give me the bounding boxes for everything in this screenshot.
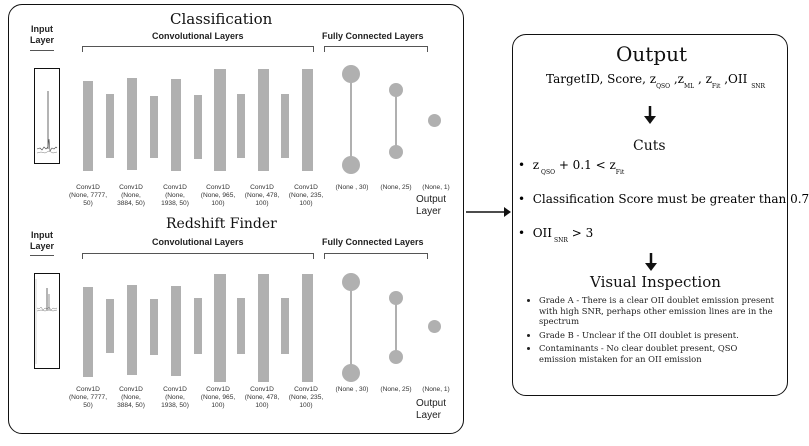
conv-layer-6	[194, 95, 202, 159]
input-layer-label-2: Input Layer	[30, 230, 55, 251]
conv-layer-10	[281, 94, 289, 158]
conv-label-r4: Conv1D(None, 965,100)	[200, 386, 236, 409]
fc-node-bottom-r1	[342, 364, 360, 382]
fc-label-r2: (None, 25)	[380, 386, 412, 393]
conv-layer-r6	[194, 298, 202, 354]
conv-layer-r5	[171, 286, 181, 376]
conv-layer-r1	[83, 287, 93, 377]
fc-connector-1	[350, 76, 352, 164]
conv-label-r5: Conv1D(None, 478,100)	[244, 386, 280, 409]
redshift-title: Redshift Finder	[166, 216, 277, 232]
conv-layer-7	[214, 69, 226, 171]
fc-layers-bracket	[324, 46, 428, 52]
conv-layer-2	[106, 94, 114, 158]
fc-label-r3: (None, 1)	[422, 386, 450, 393]
conv-layer-r2	[106, 299, 114, 353]
list-item: Grade B - Unclear if the OII doublet is …	[539, 330, 777, 341]
fc-connector-r2	[395, 298, 397, 356]
conv-layer-11	[302, 69, 313, 171]
fc-node-top-r1	[342, 273, 360, 291]
conv-layer-5	[171, 79, 181, 171]
output-panel	[512, 34, 788, 396]
fc-node-bottom-1	[342, 156, 360, 174]
conv-layer-8	[237, 94, 245, 158]
fc-label-2: (None, 25)	[380, 184, 412, 191]
conv-layer-r4	[150, 299, 158, 355]
conv-layer-r9	[258, 274, 269, 382]
output-title: Output	[616, 42, 688, 66]
fc-label-r1: (None , 30)	[335, 386, 369, 393]
conv-layers-header-2: Convolutional Layers	[152, 237, 244, 247]
conv-label-r1: Conv1D(None, 7777,50)	[68, 386, 108, 409]
conv-label-r3: Conv1D(None,1938, 50)	[161, 386, 189, 409]
input-layer-underline-2	[30, 255, 54, 256]
down-arrow-icon	[644, 106, 656, 124]
input-spectrum-2	[34, 273, 60, 369]
fc-connector-r1	[350, 282, 352, 374]
conv-layers-header: Convolutional Layers	[152, 31, 244, 41]
conv-label-1: Conv1D(None, 7777,50)	[68, 184, 108, 207]
fc-node-bottom-2	[389, 145, 403, 159]
conv-label-2: Conv1D(None,3884, 50)	[117, 184, 145, 207]
conv-label-6: Conv1D(None, 235,100)	[288, 184, 324, 207]
spectrum-plot-2	[35, 279, 58, 364]
cuts-title: Cuts	[633, 138, 666, 154]
conv-layer-1	[83, 81, 93, 171]
conv-layer-4	[150, 96, 158, 158]
list-item: Contaminants - No clear doublet present,…	[539, 343, 777, 364]
conv-layer-3	[127, 78, 137, 170]
input-layer-label: Input Layer	[30, 24, 55, 45]
fc-layers-header-2: Fully Connected Layers	[322, 237, 424, 247]
conv-layers-bracket-2	[82, 253, 314, 259]
conv-label-5: Conv1D(None, 478,100)	[244, 184, 280, 207]
fc-layers-header: Fully Connected Layers	[322, 31, 424, 41]
input-spectrum	[34, 68, 60, 164]
conv-label-4: Conv1D(None, 965,100)	[200, 184, 236, 207]
output-node	[428, 114, 441, 127]
fc-node-bottom-r2	[389, 350, 403, 364]
conv-layer-r8	[237, 298, 245, 354]
cut-item-2: • Classification Score must be greater t…	[518, 192, 809, 206]
conv-layer-9	[258, 69, 269, 171]
fc-label-3: (None, 1)	[422, 184, 450, 191]
conv-layers-bracket	[82, 46, 314, 52]
fc-connector-2	[395, 90, 397, 152]
conv-label-r2: Conv1D(None,3884, 50)	[117, 386, 145, 409]
visual-inspection-list: Grade A - There is a clear OII doublet e…	[525, 295, 777, 367]
cut-item-1: • zQSO + 0.1 < zFit	[518, 158, 625, 176]
panel-arrow	[466, 207, 511, 217]
fc-node-top-r2	[389, 291, 403, 305]
conv-layer-r10	[281, 298, 289, 354]
down-arrow-icon-2	[645, 253, 657, 271]
visual-inspection-title: Visual Inspection	[590, 273, 721, 291]
conv-layer-r11	[302, 274, 313, 382]
cut-item-3: • OIISNR > 3	[518, 226, 594, 244]
fc-layers-bracket-2	[324, 253, 428, 259]
list-item: Grade A - There is a clear OII doublet e…	[539, 295, 777, 327]
fc-label-1: (None , 30)	[335, 184, 369, 191]
input-layer-underline	[30, 50, 54, 51]
conv-layer-r3	[127, 285, 137, 375]
conv-label-3: Conv1D(None,1938, 50)	[161, 184, 189, 207]
output-fields: TargetID, Score, zQSO ,zML , zFit ,OII S…	[546, 72, 766, 90]
conv-layer-r7	[214, 274, 226, 382]
fc-node-top-1	[342, 65, 360, 83]
classification-title: Classification	[170, 10, 273, 28]
spectrum-plot	[36, 91, 58, 154]
fc-node-top-2	[389, 83, 403, 97]
output-node-2	[428, 320, 441, 333]
conv-label-r6: Conv1D(None, 235,100)	[288, 386, 324, 409]
